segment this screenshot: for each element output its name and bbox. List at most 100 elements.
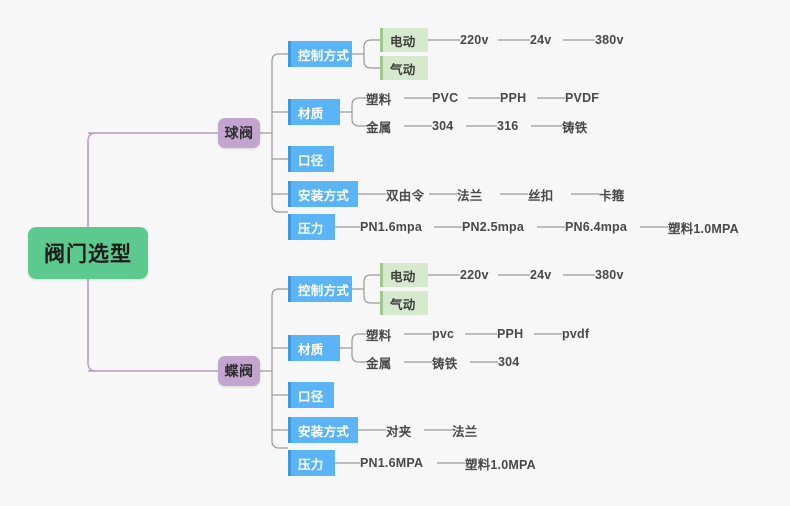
node-ball-plastic-label: 塑料: [366, 92, 392, 107]
node-ball-control-method[interactable]: 控制方式: [288, 41, 352, 67]
node-butterfly-material[interactable]: 材质: [288, 335, 340, 361]
node-ball-metal-cast-iron[interactable]: 铸铁: [562, 114, 604, 138]
node-butterfly-pneumatic[interactable]: 气动: [380, 291, 428, 315]
node-ball-installation-item-3[interactable]: 丝扣: [528, 182, 568, 206]
node-butterfly-installation-item-1-label: 对夹: [386, 424, 412, 439]
node-butterfly-control-method-label: 控制方式: [298, 283, 350, 298]
node-ball-diameter[interactable]: 口径: [288, 146, 334, 172]
node-ball-pressure-item-4[interactable]: 塑料1.0MPA: [668, 215, 760, 239]
node-ball-installation-item-2-label: 法兰: [457, 188, 483, 203]
node-ball-metal-cast-iron-label: 铸铁: [562, 120, 588, 135]
node-butterfly-installation-item-1[interactable]: 对夹: [386, 418, 426, 442]
node-butterfly-plastic-label: 塑料: [366, 328, 392, 343]
node-ball-installation-item-4-label: 卡箍: [599, 188, 625, 203]
node-ball-installation-item-1[interactable]: 双由令: [386, 182, 434, 206]
node-butterfly-metal[interactable]: 金属: [366, 350, 406, 374]
node-butterfly-control-method[interactable]: 控制方式: [288, 276, 352, 302]
node-butterfly-plastic[interactable]: 塑料: [366, 322, 406, 346]
node-butterfly-valve[interactable]: 蝶阀: [218, 356, 260, 386]
node-butterfly-valve-label: 蝶阀: [224, 363, 254, 379]
node-butterfly-pressure-item-2-label: 塑料1.0MPA: [465, 457, 536, 472]
node-butterfly-metal-cast-iron-label: 铸铁: [432, 356, 458, 371]
node-ball-pressure-item-3-label: PN6.4mpa: [565, 220, 628, 234]
node-butterfly-plastic-pph[interactable]: PPH: [497, 322, 535, 346]
node-ball-valve-label: 球阀: [224, 125, 254, 141]
node-ball-plastic-pvc-label: PVC: [432, 91, 459, 105]
node-butterfly-voltage-220v[interactable]: 220v: [460, 263, 500, 287]
node-ball-metal-label: 金属: [366, 120, 392, 135]
node-butterfly-installation[interactable]: 安装方式: [288, 417, 358, 443]
node-butterfly-plastic-pvc[interactable]: pvc: [432, 322, 468, 346]
node-ball-pneumatic-label: 气动: [390, 62, 416, 77]
node-ball-voltage-24v[interactable]: 24v: [530, 28, 566, 52]
node-ball-pressure-item-3[interactable]: PN6.4mpa: [565, 215, 639, 239]
node-butterfly-voltage-24v-label: 24v: [530, 268, 552, 282]
node-butterfly-voltage-380v-label: 380v: [595, 268, 624, 282]
node-butterfly-plastic-pph-label: PPH: [497, 327, 524, 341]
node-ball-pressure[interactable]: 压力: [288, 214, 335, 240]
node-butterfly-metal-cast-iron[interactable]: 铸铁: [432, 350, 474, 374]
node-ball-installation-label: 安装方式: [298, 188, 350, 203]
node-ball-plastic-pvdf[interactable]: PVDF: [565, 86, 611, 110]
node-butterfly-plastic-pvdf[interactable]: pvdf: [562, 322, 606, 346]
node-butterfly-metal-304[interactable]: 304: [498, 350, 534, 374]
node-ball-pressure-label: 压力: [298, 221, 324, 236]
node-ball-plastic[interactable]: 塑料: [366, 86, 406, 110]
node-ball-voltage-380v[interactable]: 380v: [595, 28, 635, 52]
node-ball-installation-item-2[interactable]: 法兰: [457, 182, 497, 206]
node-ball-material[interactable]: 材质: [288, 99, 340, 125]
node-butterfly-electric-label: 电动: [390, 269, 416, 284]
node-butterfly-pressure-label: 压力: [298, 457, 324, 472]
node-ball-installation[interactable]: 安装方式: [288, 181, 358, 207]
node-ball-metal-316[interactable]: 316: [497, 114, 533, 138]
node-butterfly-voltage-220v-label: 220v: [460, 268, 489, 282]
node-ball-voltage-24v-label: 24v: [530, 33, 552, 47]
node-butterfly-pressure-item-1-label: PN1.6MPA: [360, 456, 424, 470]
node-ball-plastic-pvdf-label: PVDF: [565, 91, 600, 105]
node-ball-valve[interactable]: 球阀: [218, 118, 260, 148]
node-ball-installation-item-1-label: 双由令: [386, 188, 425, 203]
node-ball-voltage-220v[interactable]: 220v: [460, 28, 500, 52]
node-ball-plastic-pph[interactable]: PPH: [500, 86, 538, 110]
node-ball-pressure-item-2-label: PN2.5mpa: [462, 220, 525, 234]
node-ball-diameter-label: 口径: [298, 153, 324, 168]
node-butterfly-electric[interactable]: 电动: [380, 263, 428, 287]
node-butterfly-voltage-380v[interactable]: 380v: [595, 263, 635, 287]
node-butterfly-material-label: 材质: [298, 342, 324, 357]
node-ball-pressure-item-2[interactable]: PN2.5mpa: [462, 215, 536, 239]
node-butterfly-diameter[interactable]: 口径: [288, 382, 334, 408]
node-ball-plastic-pvc[interactable]: PVC: [432, 86, 470, 110]
node-ball-pressure-item-1[interactable]: PN1.6mpa: [360, 215, 432, 239]
node-butterfly-pressure-item-2[interactable]: 塑料1.0MPA: [465, 451, 557, 475]
node-butterfly-diameter-label: 口径: [298, 389, 324, 404]
node-butterfly-installation-label: 安装方式: [298, 424, 350, 439]
node-ball-control-method-label: 控制方式: [298, 48, 350, 63]
node-ball-metal-304-label: 304: [432, 119, 454, 133]
node-ball-pressure-item-1-label: PN1.6mpa: [360, 220, 423, 234]
node-ball-pressure-item-4-label: 塑料1.0MPA: [668, 221, 739, 236]
node-ball-electric-label: 电动: [390, 34, 416, 49]
root-node-valve-selection[interactable]: 阀门选型: [28, 227, 148, 279]
node-butterfly-pressure[interactable]: 压力: [288, 450, 335, 476]
node-butterfly-plastic-pvdf-label: pvdf: [562, 327, 590, 341]
node-ball-voltage-380v-label: 380v: [595, 33, 624, 47]
node-ball-electric[interactable]: 电动: [380, 28, 428, 52]
node-butterfly-installation-item-2[interactable]: 法兰: [452, 418, 492, 442]
root-node-label: 阀门选型: [44, 243, 132, 266]
node-ball-material-label: 材质: [298, 106, 324, 121]
node-butterfly-installation-item-2-label: 法兰: [452, 424, 478, 439]
node-butterfly-metal-label: 金属: [366, 356, 392, 371]
node-butterfly-metal-304-label: 304: [498, 355, 520, 369]
node-ball-metal[interactable]: 金属: [366, 114, 406, 138]
node-butterfly-pneumatic-label: 气动: [390, 297, 416, 312]
node-ball-plastic-pph-label: PPH: [500, 91, 527, 105]
node-ball-voltage-220v-label: 220v: [460, 33, 489, 47]
node-butterfly-pressure-item-1[interactable]: PN1.6MPA: [360, 451, 436, 475]
node-ball-installation-item-3-label: 丝扣: [528, 188, 554, 203]
node-ball-pneumatic[interactable]: 气动: [380, 56, 428, 80]
node-ball-installation-item-4[interactable]: 卡箍: [599, 182, 639, 206]
node-butterfly-plastic-pvc-label: pvc: [432, 327, 455, 341]
node-butterfly-voltage-24v[interactable]: 24v: [530, 263, 566, 287]
node-ball-metal-304[interactable]: 304: [432, 114, 468, 138]
